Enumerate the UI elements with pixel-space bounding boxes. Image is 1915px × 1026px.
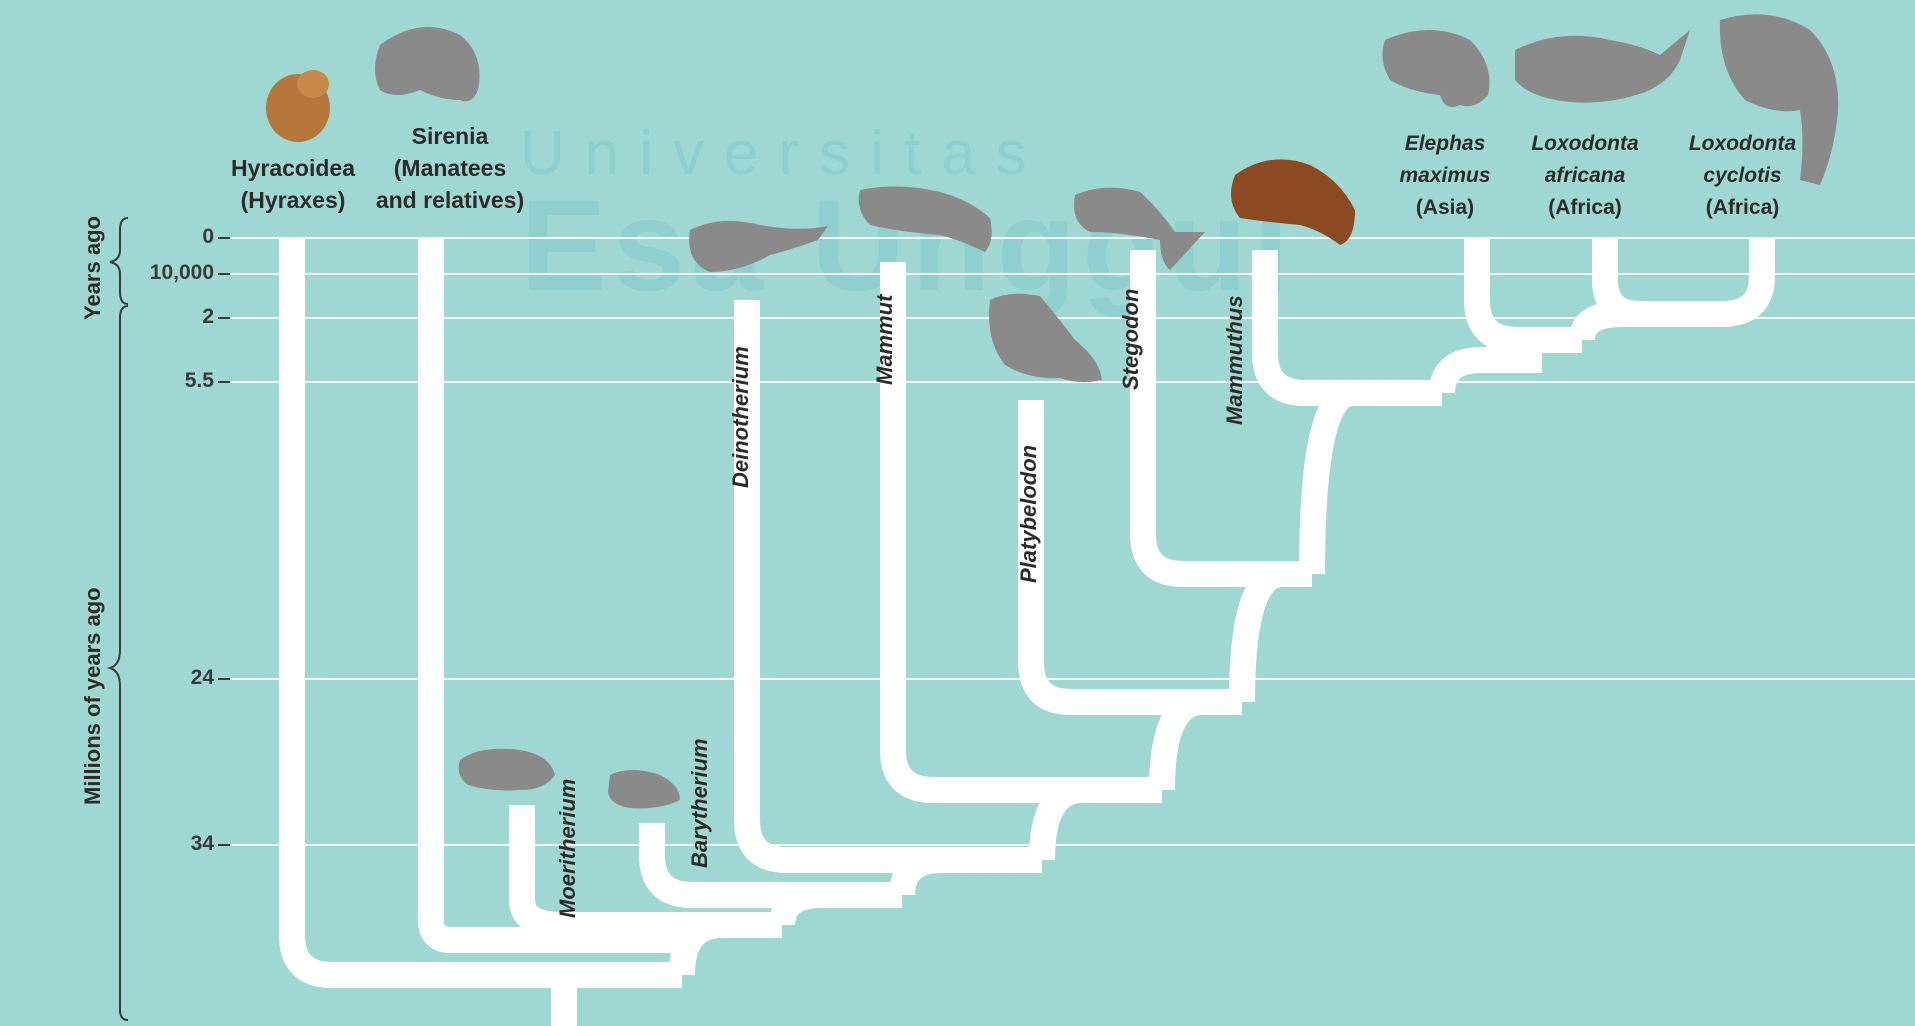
loxodonta-africana-icon xyxy=(1515,30,1690,103)
moeritherium-icon xyxy=(459,749,555,791)
label-mammuthus: Mammuthus xyxy=(1222,295,1248,425)
millions-of-years-ago-label: Millions of years ago xyxy=(80,587,106,805)
tick-2: 2 xyxy=(104,305,214,329)
label-stegodon: Stegodon xyxy=(1118,289,1144,390)
tick-0: 0 xyxy=(104,225,214,249)
barytherium-icon xyxy=(608,770,680,808)
years-ago-label: Years ago xyxy=(80,216,106,320)
label-moeritherium: Moeritherium xyxy=(555,779,581,918)
tick-10000: 10,000 xyxy=(104,261,214,285)
label-loxodonta-cyclotis: Loxodonta cyclotis (Africa) xyxy=(1665,128,1820,224)
deinotherium-icon xyxy=(689,221,828,272)
mammoth-icon xyxy=(1231,159,1355,245)
label-loxodonta-africana: Loxodonta africana (Africa) xyxy=(1510,128,1660,224)
mammut-icon xyxy=(859,186,992,252)
elephas-maximus-icon xyxy=(1382,30,1489,107)
tick-24: 24 xyxy=(104,666,214,690)
tick-34: 34 xyxy=(104,832,214,856)
label-sirenia: Sirenia (Manatees and relatives) xyxy=(355,120,545,216)
label-barytherium: Barytherium xyxy=(687,738,713,868)
manatee-icon xyxy=(375,27,480,101)
platybelodon-icon xyxy=(989,294,1102,382)
axis-ticks xyxy=(218,238,230,845)
label-deinotherium: Deinotherium xyxy=(728,346,754,488)
label-platybelodon: Platybelodon xyxy=(1016,445,1042,583)
millions-brace xyxy=(110,306,128,1020)
tick-5-5: 5.5 xyxy=(104,369,214,393)
label-elephas-maximus: Elephas maximus (Asia) xyxy=(1375,128,1515,224)
label-mammut: Mammut xyxy=(872,295,898,385)
